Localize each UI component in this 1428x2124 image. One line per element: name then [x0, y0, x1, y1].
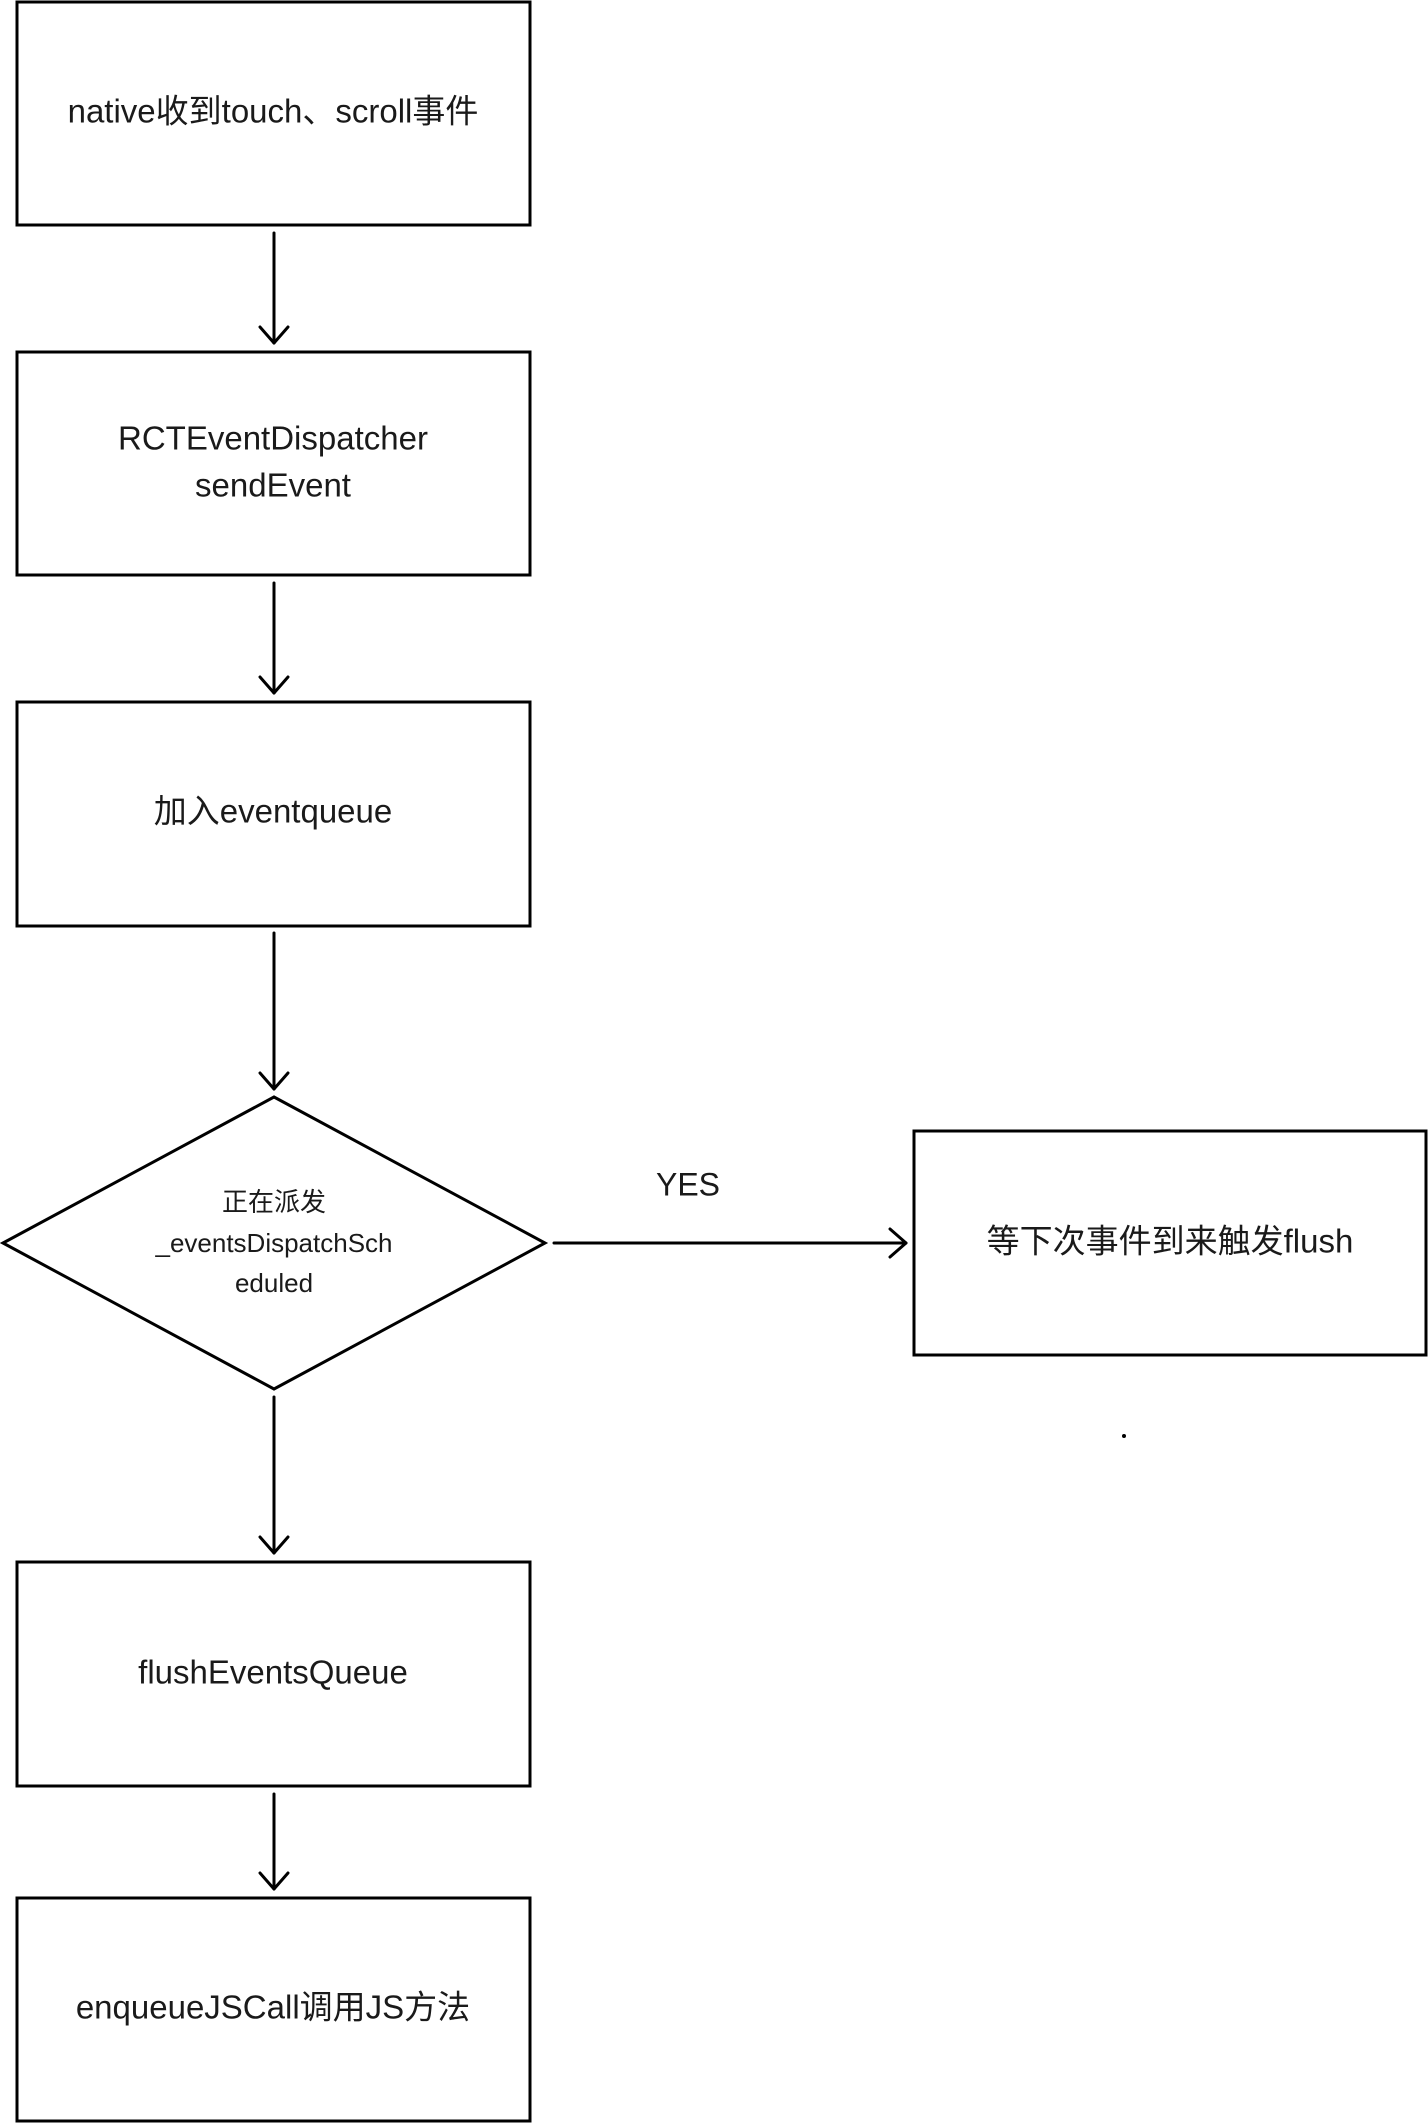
node-enqueue-js-box [15, 1896, 532, 2123]
node-native-event-box [15, 0, 532, 227]
node-flush-queue-label: flushEventsQueue [138, 1654, 408, 1691]
node-send-event-box [15, 350, 532, 577]
node-send-event-line1: RCTEventDispatcher [118, 420, 428, 457]
arrow-flush-to-enqueue [258, 1792, 290, 1891]
node-add-queue-box [15, 700, 532, 928]
arrow-decision-to-flush [258, 1395, 290, 1555]
stray-dot [1122, 1434, 1126, 1438]
arrow-queue-to-decision [258, 931, 290, 1091]
node-wait-flush-box [912, 1129, 1428, 1357]
node-send-event-line2: sendEvent [195, 467, 351, 504]
node-send-event: RCTEventDispatcher sendEvent [15, 350, 532, 577]
node-decision: 正在派发 _eventsDispatchSch eduled [0, 1095, 549, 1391]
arrow-decision-yes [552, 1227, 908, 1259]
node-wait-flush: 等下次事件到来触发flush [912, 1129, 1428, 1357]
node-add-queue-label: 加入eventqueue [154, 793, 393, 830]
arrow-send-to-queue [258, 581, 290, 695]
node-enqueue-js-label: enqueueJSCall调用JS方法 [76, 1989, 470, 2026]
node-native-event-label: native收到touch、scroll事件 [68, 93, 479, 130]
node-native-event: native收到touch、scroll事件 [15, 0, 532, 227]
node-enqueue-js: enqueueJSCall调用JS方法 [15, 1896, 532, 2123]
node-decision-line2: _eventsDispatchSch [154, 1228, 392, 1258]
node-decision-diamond [0, 1095, 549, 1391]
node-add-queue: 加入eventqueue [15, 700, 532, 928]
arrow-native-to-send [258, 231, 290, 345]
node-decision-line3: eduled [235, 1268, 313, 1298]
node-flush-queue: flushEventsQueue [15, 1560, 532, 1788]
node-wait-flush-label: 等下次事件到来触发flush [987, 1223, 1354, 1260]
node-flush-queue-box [15, 1560, 532, 1788]
edge-yes-label: YES [656, 1166, 720, 1202]
node-decision-line1: 正在派发 [222, 1187, 326, 1217]
